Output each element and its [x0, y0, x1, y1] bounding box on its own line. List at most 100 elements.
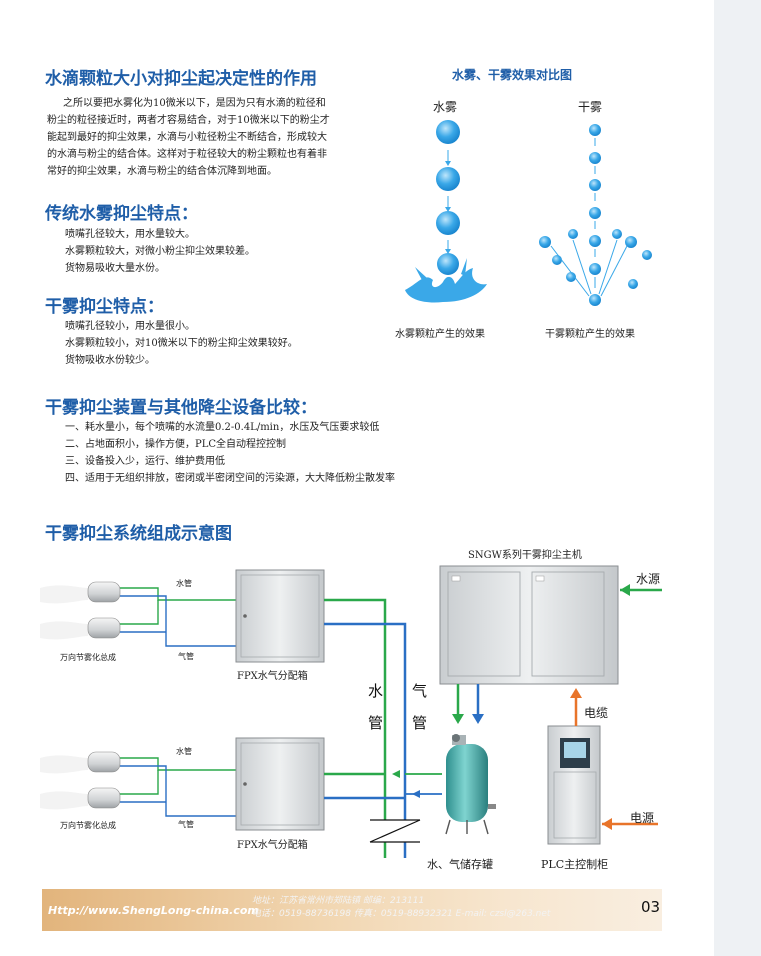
flow-arrow	[570, 688, 582, 698]
water-pipe-label-lower: 水管	[176, 747, 192, 756]
air-pipe-label-lower: 气管	[178, 820, 194, 829]
box-handle	[243, 614, 247, 618]
tank-body	[446, 744, 488, 822]
nozzle	[87, 787, 121, 809]
dry-drop	[589, 207, 601, 219]
water-pipe-v-label-1: 水	[368, 682, 384, 700]
splash-shape	[405, 268, 487, 303]
splash-shape	[461, 258, 467, 276]
drop-arrow-head	[445, 207, 451, 212]
tank-leg	[483, 819, 489, 835]
splash-shape	[415, 267, 427, 282]
system-title: 干雾抑尘系统组成示意图	[45, 524, 232, 544]
spray-mist	[40, 755, 88, 774]
list-item: 三、设备投入少，运行、维护费用低	[65, 456, 225, 467]
distribution-box-lower	[235, 737, 325, 831]
footer-contact: 电话：0519-88736198 传真：0519-88932321 E-mail…	[252, 909, 551, 919]
water-source-label: 水源	[636, 572, 661, 586]
dry-fog-caption: 干雾颗粒产生的效果	[545, 329, 635, 340]
nozzle	[87, 751, 121, 773]
water-pipe	[120, 757, 236, 771]
dry-fog-label: 干雾	[578, 100, 603, 114]
plc-screen	[564, 742, 586, 758]
para-line: 之所以要把水雾化为10微米以下，是因为只有水滴的粒径和	[63, 98, 326, 109]
para-line: 的水滴与粉尘的结合体。这样对于粒径较大的粉尘颗粒也有着非	[47, 149, 327, 160]
list-item: 喷嘴孔径较小，用水量很小。	[65, 321, 195, 332]
host-door-right	[531, 571, 605, 677]
para-line: 常好的抑尘效果，水滴与粉尘的结合体沉降到地面。	[47, 166, 277, 177]
water-pipe-v-label-2: 管	[368, 714, 384, 732]
dryfog-list: 喷嘴孔径较小，用水量很小。 水雾颗粒较小，对10微米以下的粉尘抑尘效果较好。 货…	[65, 318, 298, 369]
system-diagram	[40, 565, 662, 858]
host-door-left	[447, 571, 521, 677]
section-title-dryfog: 干雾抑尘特点：	[45, 297, 164, 317]
flow-arrow	[620, 584, 630, 596]
water-fog-drops	[405, 120, 487, 303]
dry-drop	[628, 279, 638, 289]
air-pipe	[120, 765, 236, 817]
dry-drop	[589, 124, 601, 136]
tank-leg	[445, 819, 451, 835]
traditional-list: 喷嘴孔径较大，用水量较大。 水雾颗粒较大，对微小粉尘抑尘效果较差。 货物易吸收大…	[65, 226, 255, 277]
flow-arrow	[472, 714, 484, 724]
footer-url[interactable]: Http://www.ShengLong-china.com	[48, 904, 259, 917]
spray-mist	[40, 585, 88, 604]
section-title-droplet: 水滴颗粒大小对抑尘起决定性的作用	[45, 69, 317, 89]
page-edge-strip	[714, 0, 761, 956]
footer-bar	[42, 889, 662, 931]
dry-drop	[589, 294, 601, 306]
distribution-box-upper	[235, 569, 325, 663]
dry-drop	[566, 272, 576, 282]
dry-drop	[612, 229, 622, 239]
host-latch	[535, 575, 545, 582]
water-pipe	[120, 770, 159, 795]
drop-arrow-head	[445, 161, 451, 166]
power-label: 电源	[630, 811, 655, 825]
tank-drain	[488, 804, 496, 809]
list-item: 一、耗水量小，每个喷嘴的水流量0.2-0.4L/min，水压及气压要求较低	[65, 422, 380, 433]
dry-drop	[589, 235, 601, 247]
dry-drop	[642, 250, 652, 260]
compare-figure	[405, 120, 652, 306]
main-air-pipe	[324, 622, 407, 858]
dry-drop	[589, 152, 601, 164]
dry-fog-drops	[539, 124, 652, 306]
dry-drop	[589, 263, 601, 275]
list-item: 二、占地面积小，操作方便，PLC全自动程控控制	[65, 439, 287, 450]
water-pipe-label-upper: 水管	[176, 579, 192, 588]
footer-address: 地址：江苏省常州市郑陆镇 邮编：213111	[252, 896, 425, 906]
main-water-pipe	[324, 598, 387, 858]
spray-mist	[40, 791, 88, 810]
drop-arrow	[600, 245, 628, 297]
plc-door	[553, 771, 597, 839]
water-fog-label: 水雾	[433, 100, 458, 114]
dry-drop	[625, 236, 637, 248]
box-label-lower: FPX水气分配箱	[237, 840, 308, 851]
nozzle-group-lower	[40, 751, 236, 817]
dry-drop	[568, 229, 578, 239]
section-title-traditional: 传统水雾抑尘特点：	[45, 204, 198, 224]
host-machine	[439, 565, 619, 685]
list-item: 四、适用于无组织排放，密闭或半密闭空间的污染源，大大降低粉尘散发率	[65, 473, 395, 484]
nozzle	[87, 581, 121, 603]
tank-gauge	[452, 734, 460, 742]
flow-arrow	[602, 818, 612, 830]
water-pipe	[120, 587, 236, 601]
water-drop	[437, 253, 459, 275]
comparison-list: 一、耗水量小，每个喷嘴的水流量0.2-0.4L/min，水压及气压要求较低 二、…	[65, 419, 395, 487]
air-pipe-v-label-2: 管	[412, 714, 428, 732]
dry-drop	[589, 179, 601, 191]
para-line: 能起到最好的抑尘效果，水滴与小粒径粉尘不断结合，形成较大	[47, 132, 327, 143]
nozzle-group-upper	[40, 581, 236, 647]
box-handle	[243, 782, 247, 786]
page-number: 03	[641, 898, 661, 916]
drop-arrow	[550, 245, 590, 297]
list-item: 货物易吸收大量水份。	[65, 263, 165, 274]
host-label: SNGW系列干雾抑尘主机	[468, 550, 582, 561]
list-item: 货物吸收水份较少。	[65, 355, 155, 366]
air-pipe-v-label-1: 气	[412, 682, 428, 700]
nozzle-label-lower: 万向节雾化总成	[60, 821, 116, 830]
pipe-break-mark	[369, 819, 421, 843]
flow-arrow	[412, 790, 420, 798]
section-title-comparison: 干雾抑尘装置与其他降尘设备比较：	[45, 398, 317, 418]
